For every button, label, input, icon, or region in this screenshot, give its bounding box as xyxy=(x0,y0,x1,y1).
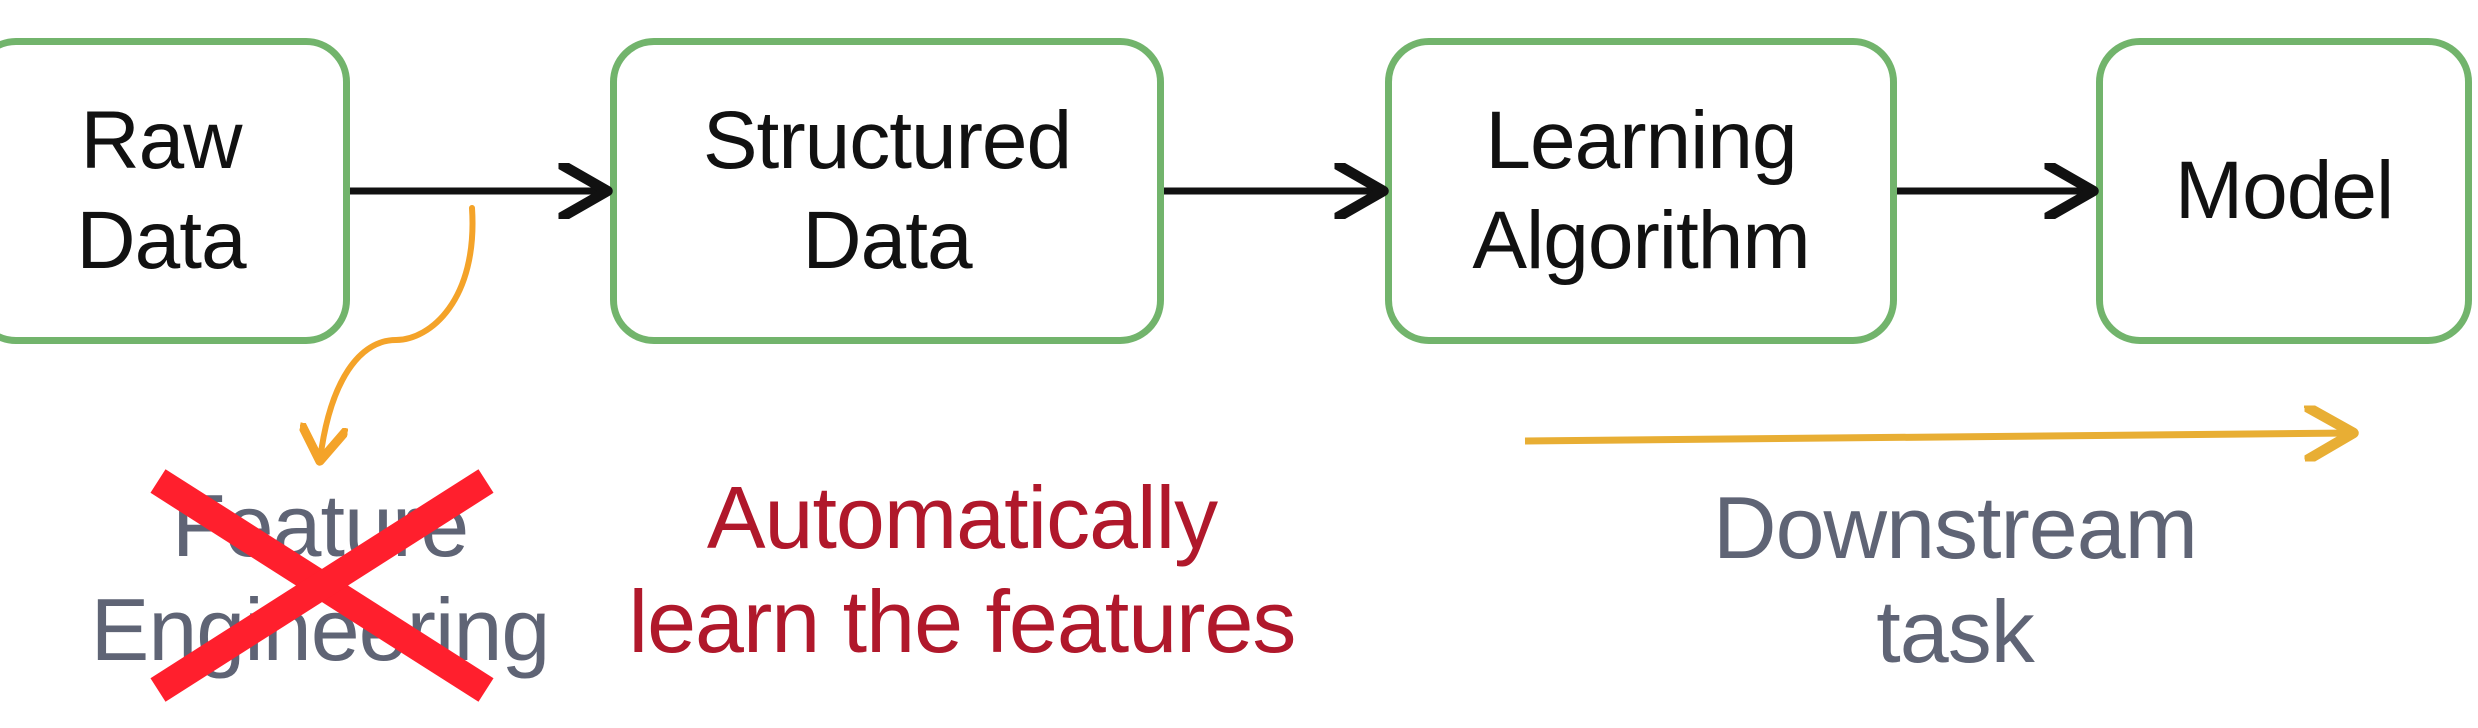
downstream-arrow xyxy=(1524,433,2350,441)
model-label: Model xyxy=(2174,145,2394,236)
feature-engineering-text: Feature Engineering xyxy=(90,476,551,679)
learning-algorithm-box: Learning Algorithm xyxy=(1385,38,1897,344)
automatic-features-text: Automatically learn the features xyxy=(628,468,1297,671)
raw-data-box: Raw Data xyxy=(0,38,350,344)
raw-data-label: Raw Data xyxy=(76,95,246,286)
structured-data-box: Structured Data xyxy=(610,38,1164,344)
downstream-task-text: Downstream task xyxy=(1713,478,2198,681)
structured-data-label: Structured Data xyxy=(702,95,1072,286)
learning-algorithm-label: Learning Algorithm xyxy=(1472,95,1810,286)
model-box: Model xyxy=(2096,38,2472,344)
